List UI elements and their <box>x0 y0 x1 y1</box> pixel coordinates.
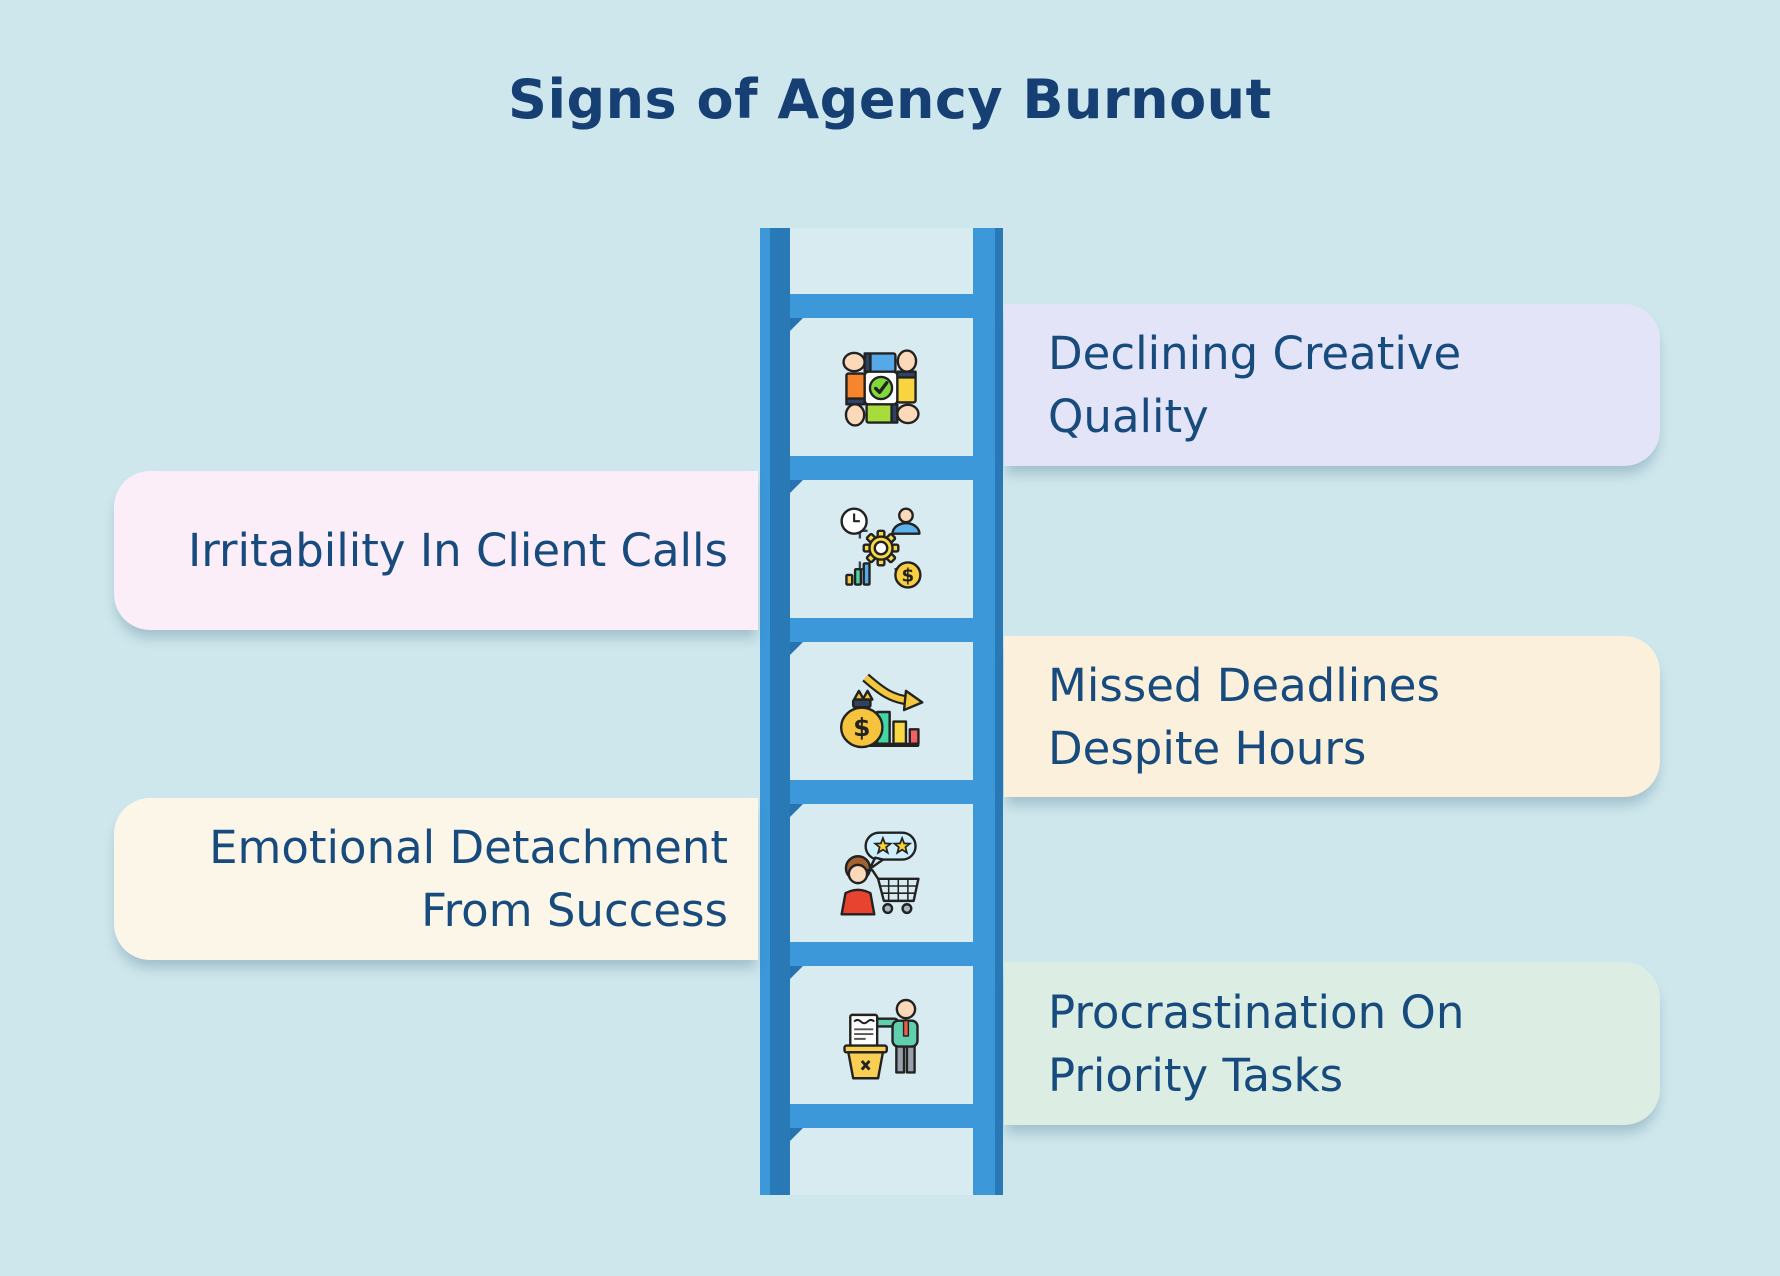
card-label: Irritability In Client Calls <box>188 524 728 577</box>
ladder-rung <box>772 294 991 333</box>
declining-revenue-icon: $ <box>833 664 929 760</box>
ladder-rung <box>772 618 991 657</box>
card-label: Missed Deadlines <box>1048 658 1440 712</box>
svg-text:$: $ <box>853 713 870 742</box>
card-declining-creative-quality: Declining Creative Quality <box>1004 304 1660 466</box>
discard-task-icon <box>833 988 929 1084</box>
workflow-management-icon: $ <box>833 502 929 598</box>
ladder-rung <box>772 1104 991 1143</box>
ladder-rail-right <box>973 228 1003 1195</box>
ladder-rung <box>772 780 991 819</box>
card-label: Priority Tasks <box>1048 1048 1344 1102</box>
customer-review-icon <box>833 826 929 922</box>
card-label: Emotional Detachment <box>209 821 728 874</box>
card-label: Despite Hours <box>1048 721 1367 775</box>
svg-text:$: $ <box>902 566 915 587</box>
card-irritability-in-client-calls: Irritability In Client Calls <box>114 471 758 630</box>
ladder-rail-left <box>760 228 790 1195</box>
card-label: Quality <box>1048 390 1209 443</box>
teamwork-hands-icon <box>833 340 929 436</box>
card-label: From Success <box>421 884 728 937</box>
page-title: Signs of Agency Burnout <box>508 68 1272 131</box>
card-missed-deadlines-despite-hours: Missed Deadlines Despite Hours <box>1004 636 1660 797</box>
ladder-rung <box>772 942 991 981</box>
card-label: Procrastination On <box>1048 985 1465 1039</box>
card-emotional-detachment-from-success: Emotional Detachment From Success <box>114 798 758 960</box>
ladder-rung <box>772 456 991 495</box>
card-procrastination-on-priority-tasks: Procrastination On Priority Tasks <box>1004 962 1660 1125</box>
card-label: Declining Creative <box>1048 327 1462 380</box>
